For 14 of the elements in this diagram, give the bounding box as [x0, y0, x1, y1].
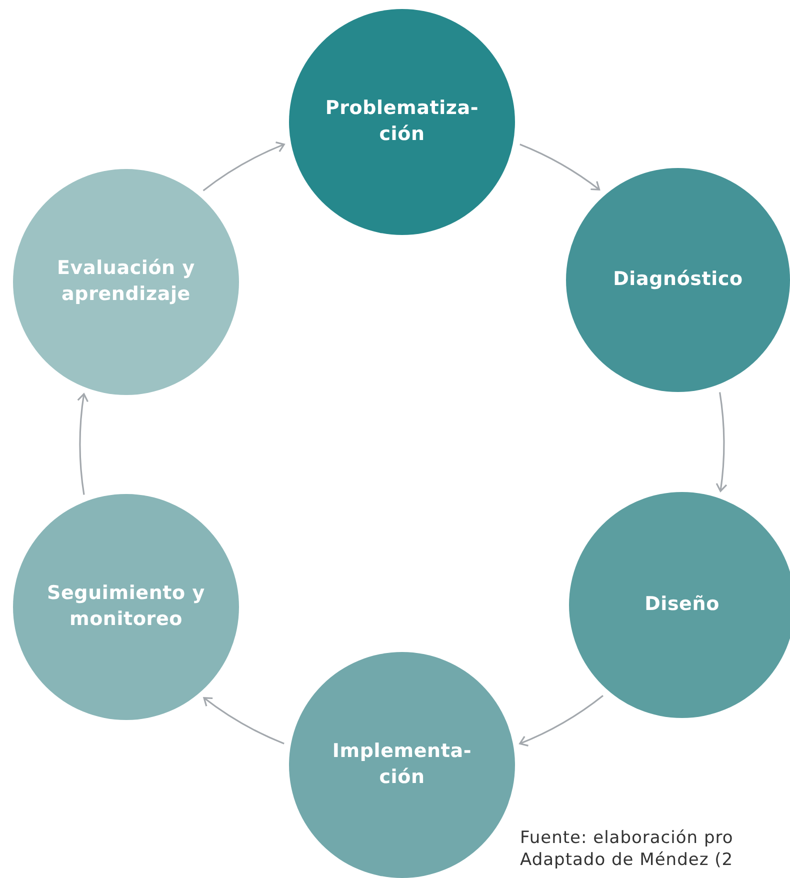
stage-label: Seguimiento y monitoreo — [46, 581, 206, 632]
cycle-arrow — [203, 697, 284, 744]
cycle-arrow — [77, 393, 89, 495]
stage-label: Problematiza- ción — [324, 96, 480, 147]
source-note: Adaptado de Méndez (2 — [520, 850, 734, 870]
cycle-arrow — [519, 694, 604, 746]
stage-label: Diseño — [644, 592, 720, 618]
source-note: Fuente: elaboración pro — [520, 828, 734, 848]
stage-label: Evaluación y aprendizaje — [56, 256, 196, 307]
cycle-arrow — [202, 142, 285, 192]
cycle-arrow — [520, 144, 600, 190]
stage-label: Implementa- ción — [331, 739, 473, 790]
stage-label: Diagnóstico — [613, 267, 743, 292]
cycle-arrow — [715, 392, 728, 492]
